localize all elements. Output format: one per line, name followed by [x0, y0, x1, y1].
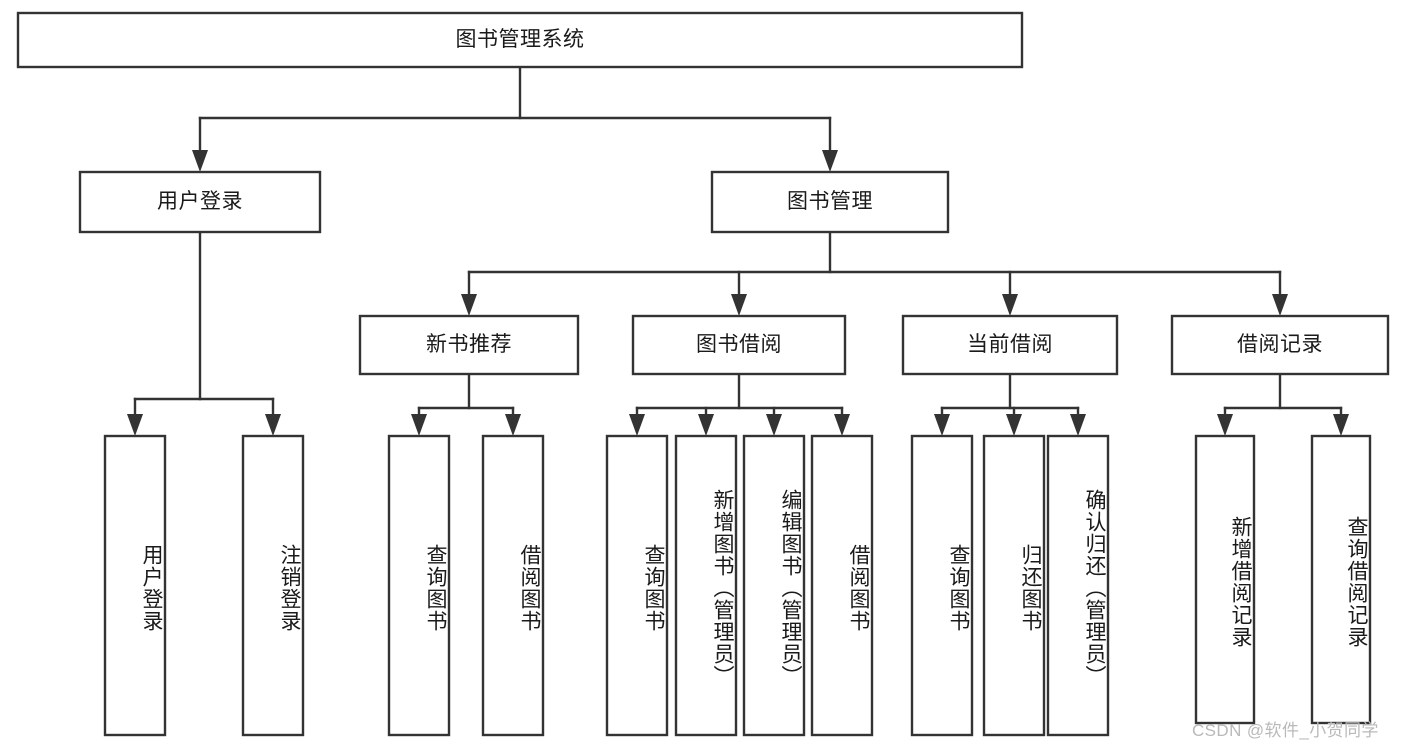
- node-book-borrow[interactable]: [633, 316, 845, 374]
- node-leaf-add-book-admin[interactable]: [676, 436, 736, 735]
- node-box-leaf-confirm-return-admin[interactable]: [1046, 434, 1110, 737]
- node-box-book-borrow[interactable]: [631, 314, 847, 376]
- node-leaf-query-book-recommend[interactable]: [389, 436, 449, 735]
- node-box-leaf-borrow-book-recommend[interactable]: [481, 434, 545, 737]
- node-leaf-add-borrow-record[interactable]: [1196, 436, 1254, 723]
- node-leaf-borrow-book-borrow[interactable]: [812, 436, 872, 735]
- node-leaf-user-login[interactable]: [105, 436, 165, 735]
- node-borrow-record[interactable]: [1172, 316, 1388, 374]
- arrow-head-leaf-add-book-admin: [698, 414, 714, 436]
- node-box-leaf-borrow-book-borrow[interactable]: [810, 434, 874, 737]
- arrow-head-leaf-query-borrow-record: [1333, 414, 1349, 436]
- node-leaf-logout-login[interactable]: [243, 436, 303, 735]
- node-box-leaf-query-book-borrow[interactable]: [605, 434, 669, 737]
- arrow-head-leaf-query-book-recommend: [411, 414, 427, 436]
- node-box-current-borrow[interactable]: [901, 314, 1119, 376]
- arrow-head-leaf-return-book: [1006, 414, 1022, 436]
- arrow-head-borrow-record: [1272, 294, 1288, 316]
- node-leaf-return-book[interactable]: [984, 436, 1044, 735]
- node-box-leaf-user-login[interactable]: [103, 434, 167, 737]
- arrow-head-book-manage: [822, 150, 838, 172]
- node-root[interactable]: [18, 13, 1022, 67]
- node-user-login[interactable]: [80, 172, 320, 232]
- node-box-book-manage[interactable]: [710, 170, 950, 234]
- arrow-head-leaf-edit-book-admin: [766, 414, 782, 436]
- arrow-head-leaf-query-book-current: [934, 414, 950, 436]
- node-box-new-book-recommend[interactable]: [358, 314, 580, 376]
- arrow-head-leaf-user-login: [127, 414, 143, 436]
- arrow-head-leaf-confirm-return-admin: [1070, 414, 1086, 436]
- node-current-borrow[interactable]: [903, 316, 1117, 374]
- node-leaf-confirm-return-admin[interactable]: [1048, 436, 1108, 735]
- node-box-leaf-edit-book-admin[interactable]: [742, 434, 806, 737]
- node-box-root[interactable]: [16, 11, 1024, 69]
- node-box-borrow-record[interactable]: [1170, 314, 1390, 376]
- node-new-book-recommend[interactable]: [360, 316, 578, 374]
- arrow-head-leaf-borrow-book-recommend: [505, 414, 521, 436]
- node-leaf-edit-book-admin[interactable]: [744, 436, 804, 735]
- node-leaf-query-book-current[interactable]: [912, 436, 972, 735]
- node-box-leaf-query-book-recommend[interactable]: [387, 434, 451, 737]
- arrow-head-book-borrow: [731, 294, 747, 316]
- arrow-head-leaf-add-borrow-record: [1217, 414, 1233, 436]
- arrow-head-leaf-logout-login: [265, 414, 281, 436]
- arrow-head-leaf-query-book-borrow: [629, 414, 645, 436]
- node-box-leaf-logout-login[interactable]: [241, 434, 305, 737]
- node-box-leaf-query-book-current[interactable]: [910, 434, 974, 737]
- arrow-head-leaf-borrow-book-borrow: [834, 414, 850, 436]
- node-book-manage[interactable]: [712, 172, 948, 232]
- node-leaf-query-book-borrow[interactable]: [607, 436, 667, 735]
- node-box-leaf-add-borrow-record[interactable]: [1194, 434, 1256, 725]
- node-leaf-borrow-book-recommend[interactable]: [483, 436, 543, 735]
- arrow-head-user-login: [192, 150, 208, 172]
- node-box-leaf-query-borrow-record[interactable]: [1310, 434, 1372, 725]
- node-box-user-login[interactable]: [78, 170, 322, 234]
- arrow-head-new-book-recommend: [461, 294, 477, 316]
- arrow-head-current-borrow: [1002, 294, 1018, 316]
- node-box-leaf-add-book-admin[interactable]: [674, 434, 738, 737]
- node-box-leaf-return-book[interactable]: [982, 434, 1046, 737]
- node-leaf-query-borrow-record[interactable]: [1312, 436, 1370, 723]
